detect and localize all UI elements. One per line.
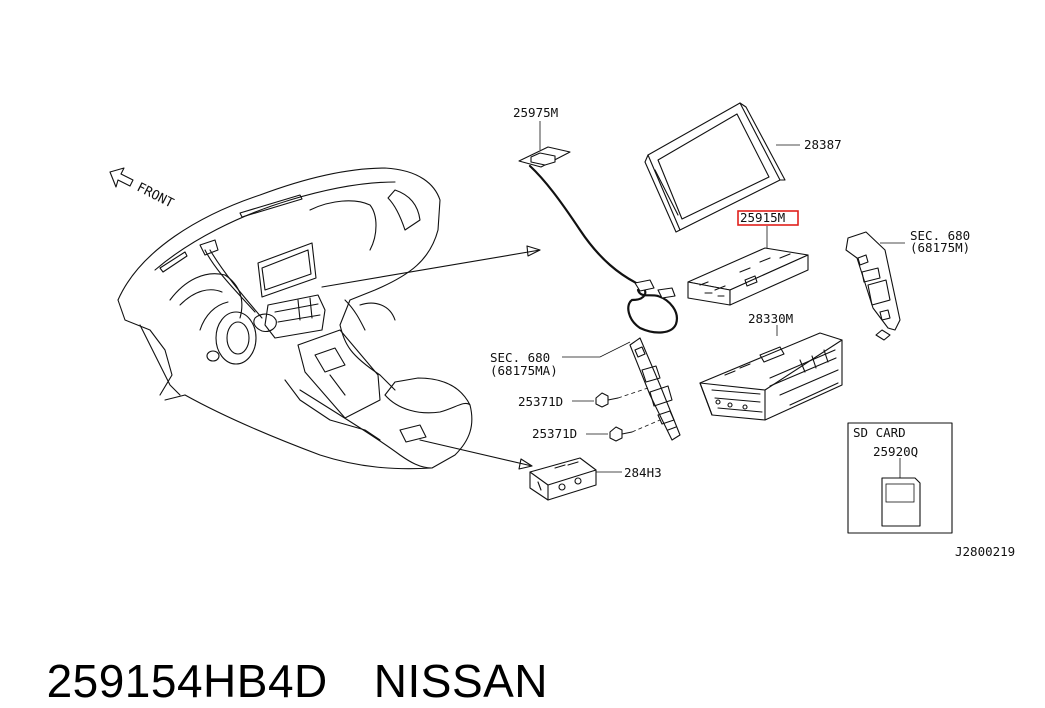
part-title: 259154HB4D NISSAN [20,600,548,708]
label-sec680-left-1: SEC. 680 [490,350,550,365]
label-sd-card: SD CARD [853,425,906,440]
part-284H3 [529,457,622,501]
highlight-box [737,210,799,226]
part-25915M [687,226,809,306]
label-sec680-right-1: SEC. 680 [910,228,970,243]
part-28330M [699,325,843,421]
callout-labels: 25975M 28387 25915M SEC. 680 (68175M) 28… [490,105,1015,559]
screw-25371D-top [572,387,649,408]
label-25975M: 25975M [513,105,558,120]
part-number: 259154HB4D [46,655,328,707]
screw-25371D-bottom [586,419,661,442]
label-28330M: 28330M [748,311,793,326]
brand-name: NISSAN [373,655,549,707]
label-sec680-right-2: (68175M) [910,240,970,255]
label-25915M: 25915M [740,210,785,225]
front-label: FRONT [134,180,176,211]
front-arrow: FRONT [109,167,176,211]
parts-diagram: FRONT [109,102,1015,559]
label-28387: 28387 [804,137,842,152]
bracket-68175MA [562,337,681,441]
label-sec680-left-2: (68175MA) [490,363,558,378]
sd-card-box [847,422,953,534]
drawing-number: J2800219 [955,544,1015,559]
label-25371D-top: 25371D [518,394,563,409]
dashboard-overview [117,167,473,470]
bracket-68175M [845,231,905,341]
label-284H3: 284H3 [624,465,662,480]
part-25975M [518,121,678,334]
pointer-arrows [321,245,541,470]
label-25371D-bottom: 25371D [532,426,577,441]
label-25920Q: 25920Q [873,444,918,459]
part-28387 [644,102,800,233]
